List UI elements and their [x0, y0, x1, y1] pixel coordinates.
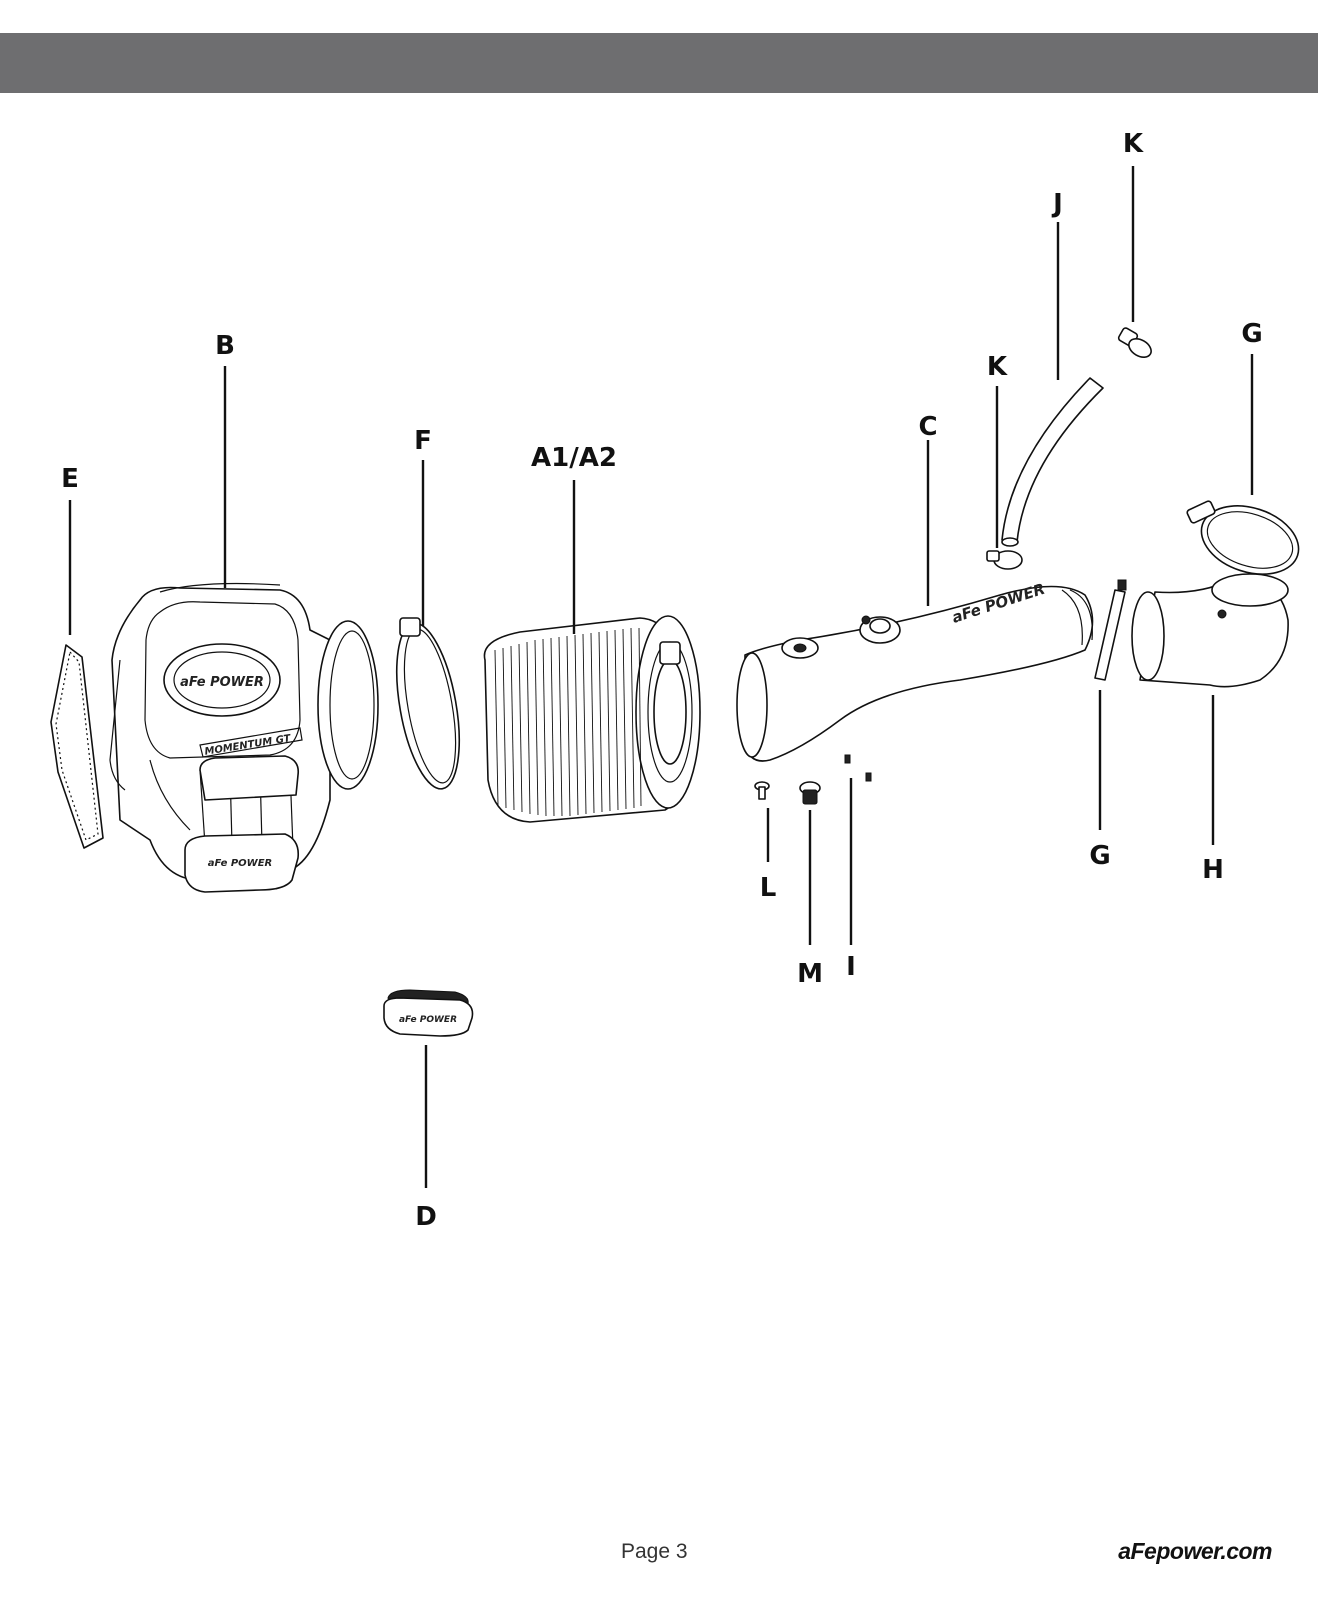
- page-number: Page 3: [621, 1540, 688, 1563]
- label-h: H: [1202, 855, 1224, 885]
- label-b: B: [215, 331, 235, 361]
- svg-text:aFe POWER: aFe POWER: [399, 1015, 457, 1025]
- part-m-fitting: [799, 781, 821, 805]
- part-e-gasket: [50, 644, 104, 849]
- part-j-hose: [1001, 377, 1104, 547]
- label-j: J: [1051, 189, 1063, 219]
- label-f: F: [414, 426, 432, 456]
- website-url: aFepower.com: [1118, 1538, 1272, 1564]
- label-a: A1/A2: [531, 443, 617, 473]
- label-i: I: [846, 952, 856, 982]
- part-l-bolt: [754, 781, 770, 800]
- airbox-logo-text: aFe POWER: [180, 675, 264, 690]
- part-g-clamp-upper: [1186, 500, 1300, 575]
- label-g-lower: G: [1089, 841, 1110, 871]
- header-bar: [0, 33, 1318, 93]
- part-k-clamp-lower: [986, 550, 1023, 570]
- part-h-elbow: [1131, 573, 1289, 688]
- leader-lines: [68, 166, 1254, 1188]
- part-d-cover: aFe POWER: [383, 989, 474, 1037]
- part-g-coupler-lower: [1094, 579, 1127, 681]
- part-f-clamp: [396, 617, 460, 790]
- label-e: E: [61, 464, 79, 494]
- part-a-filter: [483, 615, 701, 823]
- label-c: C: [918, 412, 937, 442]
- label-g-upper: G: [1241, 319, 1262, 349]
- label-d: D: [415, 1202, 437, 1232]
- part-i-screws: [844, 754, 872, 782]
- part-k-clamp-upper: [1117, 327, 1152, 358]
- part-b-airbox: aFe POWER MOMENTUM GT aFe POWER: [109, 582, 379, 893]
- label-k-upper: K: [1123, 129, 1144, 159]
- part-c-intake-tube: aFe POWER: [736, 580, 1094, 762]
- label-l: L: [760, 873, 777, 903]
- label-m: M: [797, 959, 823, 989]
- svg-text:aFe POWER: aFe POWER: [208, 858, 272, 869]
- label-k-lower: K: [987, 352, 1008, 382]
